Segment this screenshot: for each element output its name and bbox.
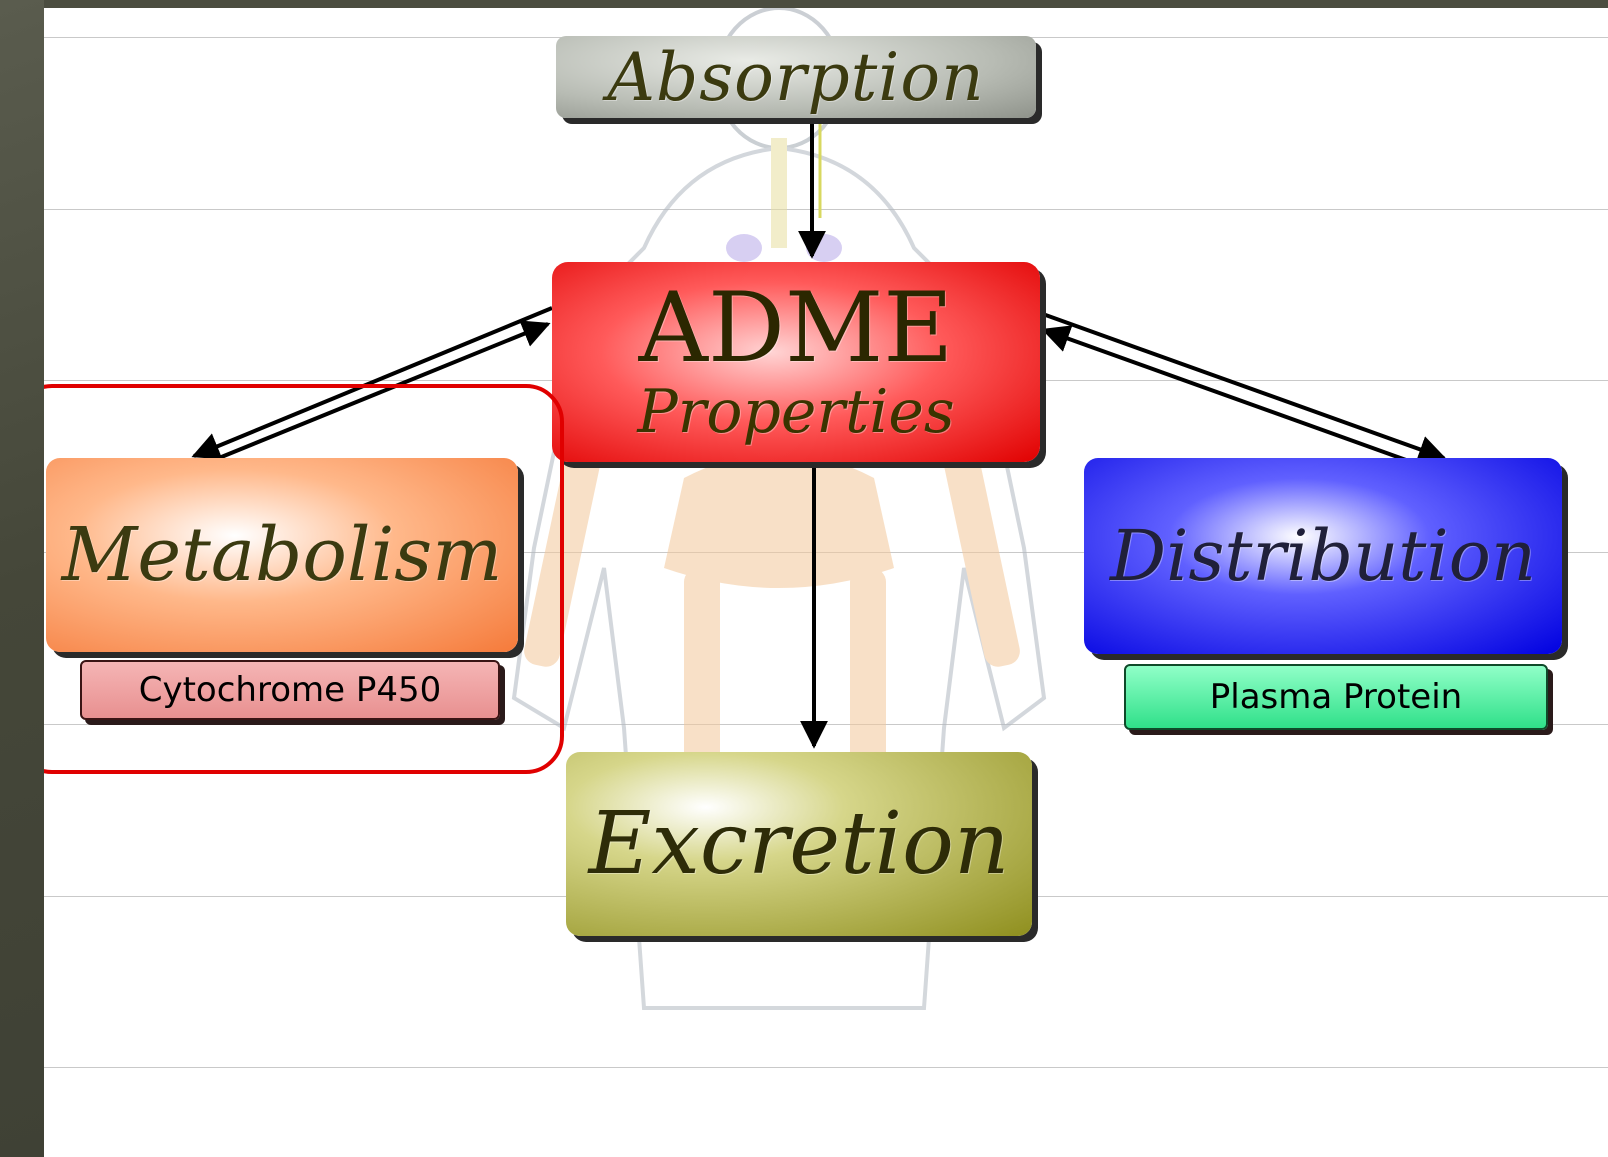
slide-canvas: Absorption ADME Properties Metabolism Cy… <box>44 8 1608 1157</box>
ruled-line <box>44 1067 1608 1068</box>
slide-frame-left <box>0 0 44 1157</box>
arrow-adme-to-metabolism <box>191 306 553 460</box>
adme-title: ADME <box>638 272 954 384</box>
metabolism-highlight-ring <box>44 384 564 774</box>
cytochrome-p450-label: Cytochrome P450 <box>138 670 442 710</box>
arrow-adme-to-distribution <box>1039 311 1447 463</box>
distribution-label: Distribution <box>1109 515 1537 597</box>
cytochrome-p450-box: Cytochrome P450 <box>80 660 500 720</box>
metabolism-box: Metabolism <box>46 458 518 652</box>
body-outline <box>511 145 1047 1010</box>
absorption-box: Absorption <box>556 36 1036 118</box>
femur-right <box>850 568 886 788</box>
ruled-line <box>44 209 1608 210</box>
arrow-metabolism-to-adme <box>213 320 551 462</box>
excretion-label: Excretion <box>588 794 1010 894</box>
plasma-protein-box: Plasma Protein <box>1124 664 1548 730</box>
excretion-box: Excretion <box>566 752 1032 936</box>
human-body-illustration <box>511 8 1047 1010</box>
femur-left <box>684 568 720 788</box>
pelvis <box>664 453 894 588</box>
lung-left <box>726 234 762 262</box>
plasma-protein-label: Plasma Protein <box>1209 677 1463 717</box>
distribution-box: Distribution <box>1084 458 1562 654</box>
absorption-label: Absorption <box>607 38 985 116</box>
metabolism-label: Metabolism <box>61 512 503 598</box>
adme-subtitle: Properties <box>637 377 955 447</box>
adme-properties-box: ADME Properties <box>552 262 1040 462</box>
slide-frame-top <box>0 0 1608 8</box>
arrow-distribution-to-adme <box>1041 325 1435 472</box>
spine-upper <box>771 138 787 248</box>
arm-right <box>944 449 1020 667</box>
diagram-graphics <box>191 8 1447 1010</box>
